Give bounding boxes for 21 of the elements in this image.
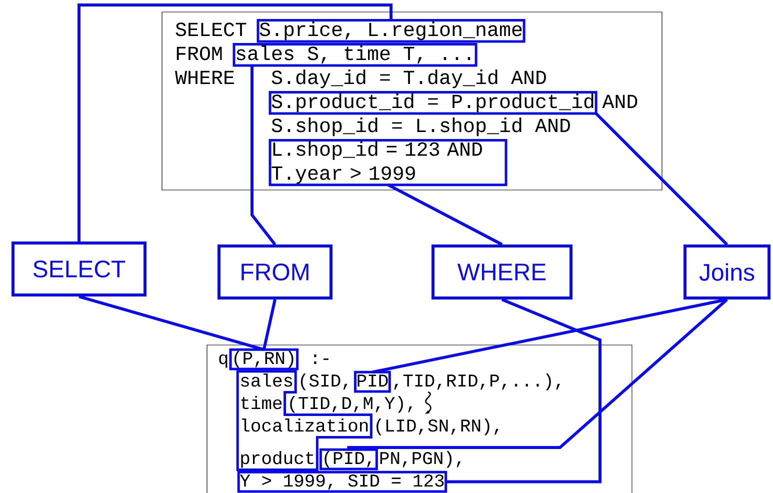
connector-line: [250, 66, 276, 246]
highlight-box: S.product_id = P.product_id: [268, 90, 598, 115]
highlight-box: (PID,: [319, 448, 378, 470]
connector-line: [78, 4, 393, 242]
keyword-box: FROM: [218, 244, 332, 300]
highlight-box: Y > 1999, SID = 123: [237, 470, 448, 493]
connector-line: [595, 112, 728, 246]
highlight-box: L.shop_id = 123 AND T.year > 1999: [268, 138, 508, 186]
keyword-box: SELECT: [12, 242, 146, 296]
connector-line: [262, 299, 276, 350]
connector-line: [387, 184, 503, 246]
keyword-box: Joins: [684, 244, 770, 300]
keyword-box: WHERE: [432, 244, 572, 300]
highlight-box: PID: [354, 370, 391, 393]
highlight-box: S.price, L.region_name: [256, 18, 526, 43]
connector-line: [347, 298, 728, 451]
connector-line: [372, 298, 728, 374]
connector-line: [78, 295, 264, 352]
highlight-box: sales S, time T, ...: [232, 42, 478, 67]
connector-line: [446, 298, 602, 484]
highlight-box: (P,RN): [229, 348, 299, 370]
